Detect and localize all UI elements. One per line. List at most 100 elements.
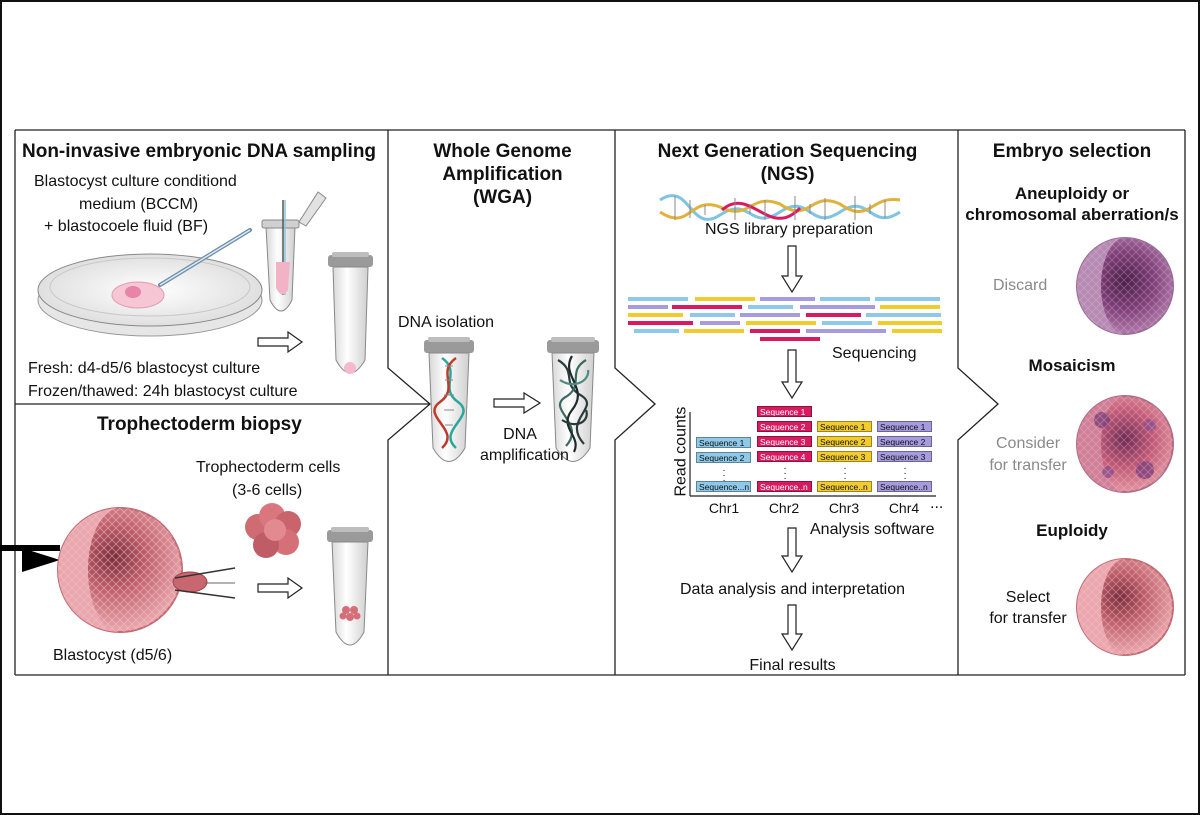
- down-arrow-4: [780, 604, 804, 652]
- sequencing-read: [628, 305, 668, 309]
- sequencing-read: [750, 329, 800, 333]
- closed-tube-bccm: [328, 252, 373, 374]
- open-tube-bccm: [261, 191, 327, 312]
- sequencing-read: [695, 297, 755, 301]
- sequence-bar: Sequence 1: [696, 437, 751, 448]
- sequencing-read: [634, 329, 679, 333]
- ngs-ylabel: Read counts: [672, 406, 690, 497]
- sequencing-read: [748, 305, 793, 309]
- selection-discard: Discard: [993, 277, 1048, 294]
- sequencing-read: [822, 321, 872, 325]
- sequencing-read: [800, 305, 875, 309]
- biopsy-cells-line2: (3-6 cells): [232, 482, 303, 499]
- selection-aneu-line2: chromosomal aberration/s: [965, 205, 1179, 224]
- sequencing-read: [628, 313, 683, 317]
- down-arrow-1: [780, 245, 804, 294]
- read-count-axes: [689, 412, 936, 497]
- wga-amp-line1: DNA: [503, 426, 537, 443]
- arrow-sampling: [257, 330, 304, 354]
- sequence-bar: Sequence 3: [757, 436, 812, 447]
- sequence-bar: Sequence..n: [817, 481, 872, 492]
- chromosome-label: Chr3: [828, 500, 860, 516]
- chromosome-label: Chr1: [708, 500, 740, 516]
- sampling-fresh: Fresh: d4-d5/6 blastocyst culture: [28, 360, 261, 377]
- selection-consider-line1: Consider: [995, 435, 1061, 452]
- sequencing-read: [806, 329, 886, 333]
- embryo-aneuploid: [1076, 237, 1174, 335]
- embryo-euploid: [1076, 558, 1174, 656]
- wga-isolation: DNA isolation: [398, 314, 495, 331]
- sequencing-read: [760, 297, 815, 301]
- sequence-bar: Sequence 1: [757, 406, 812, 417]
- sequencing-read: [806, 313, 861, 317]
- embryo-mosaic: [1076, 395, 1174, 493]
- dna-isolation-tube: [424, 337, 474, 462]
- sequence-bar: Sequence..n: [877, 481, 932, 492]
- sequence-bar: Sequence 3: [877, 451, 932, 462]
- selection-consider-line2: for transfer: [989, 457, 1067, 474]
- sampling-medium-line1: Blastocyst culture conditiond: [34, 173, 237, 190]
- down-arrow-3: [780, 527, 804, 574]
- ngs-sequencing: Sequencing: [832, 345, 917, 362]
- sequencing-read: [892, 329, 942, 333]
- biopsy-tube: [327, 527, 373, 646]
- sampling-medium-line2: medium (BCCM): [79, 196, 199, 213]
- sequencing-read: [820, 297, 870, 301]
- selection-euploidy: Euploidy: [1036, 521, 1108, 540]
- sequencing-read: [672, 305, 742, 309]
- ngs-final: Final results: [749, 657, 836, 674]
- sequencing-read: [760, 337, 820, 341]
- sequencing-read: [866, 313, 941, 317]
- sampling-title: Non-invasive embryonic DNA sampling: [22, 141, 377, 162]
- sequence-ellipsis: · · ·: [903, 463, 907, 484]
- sequencing-read: [875, 297, 940, 301]
- sequence-bar: Sequence 1: [877, 421, 932, 432]
- arrow-amplification: [493, 391, 542, 415]
- sequence-bar: Sequence 1: [817, 421, 872, 432]
- chromosome-label: Chr4: [888, 500, 920, 516]
- arrow-biopsy: [257, 576, 304, 600]
- sequencing-read: [628, 321, 693, 325]
- selection-title: Embryo selection: [992, 141, 1152, 162]
- biopsy-cells-line1: Trophectoderm cells: [196, 459, 341, 476]
- sequence-bar: Sequence 2: [817, 436, 872, 447]
- wga-title-line1: Whole Genome: [433, 141, 572, 162]
- sequence-bar: Sequence 2: [696, 452, 751, 463]
- trophectoderm-cells-cluster: [245, 503, 301, 558]
- dna-helix-library: [659, 194, 901, 221]
- ngs-title-line1: Next Generation Sequencing: [657, 141, 918, 162]
- sequence-bar: Sequence 2: [877, 436, 932, 447]
- blastocyst-biopsy: [0, 507, 236, 633]
- wga-title-line3: (WGA): [472, 187, 533, 208]
- sequencing-read: [684, 329, 744, 333]
- selection-select-line2: for transfer: [989, 610, 1067, 627]
- biopsy-title: Trophectoderm biopsy: [97, 414, 302, 435]
- ngs-title-line2: (NGS): [760, 164, 815, 185]
- biopsy-blastocyst: Blastocyst (d5/6): [53, 647, 173, 664]
- sequencing-read: [740, 313, 800, 317]
- sequence-ellipsis: · · ·: [843, 463, 847, 484]
- sequence-bar: Sequence 4: [757, 451, 812, 462]
- sampling-frozen: Frozen/thawed: 24h blastocyst culture: [28, 383, 298, 400]
- pipette: [158, 228, 252, 287]
- ngs-analysis: Data analysis and interpretation: [679, 581, 906, 598]
- sequence-ellipsis: · · ·: [722, 465, 726, 486]
- chromosome-label: Chr2: [768, 500, 800, 516]
- sequence-bar: Sequence...n: [696, 481, 751, 492]
- panel-borders: [14, 129, 1186, 676]
- sequencing-read: [700, 321, 740, 325]
- sequencing-reads: [628, 297, 942, 341]
- wga-amp-line2: amplification: [480, 447, 569, 464]
- selection-aneu-line1: Aneuploidy or: [1014, 184, 1130, 203]
- sequencing-read: [690, 313, 735, 317]
- sequence-ellipsis: · · ·: [783, 463, 787, 484]
- sequencing-read: [878, 321, 942, 325]
- ngs-library: NGS library preparation: [705, 221, 874, 238]
- ngs-software: Analysis software: [810, 521, 935, 538]
- amplified-dna-tube: [547, 337, 599, 462]
- sequencing-read: [880, 305, 940, 309]
- selection-mosaic: Mosaicism: [1028, 356, 1116, 375]
- sequence-bar: Sequence 3: [817, 451, 872, 462]
